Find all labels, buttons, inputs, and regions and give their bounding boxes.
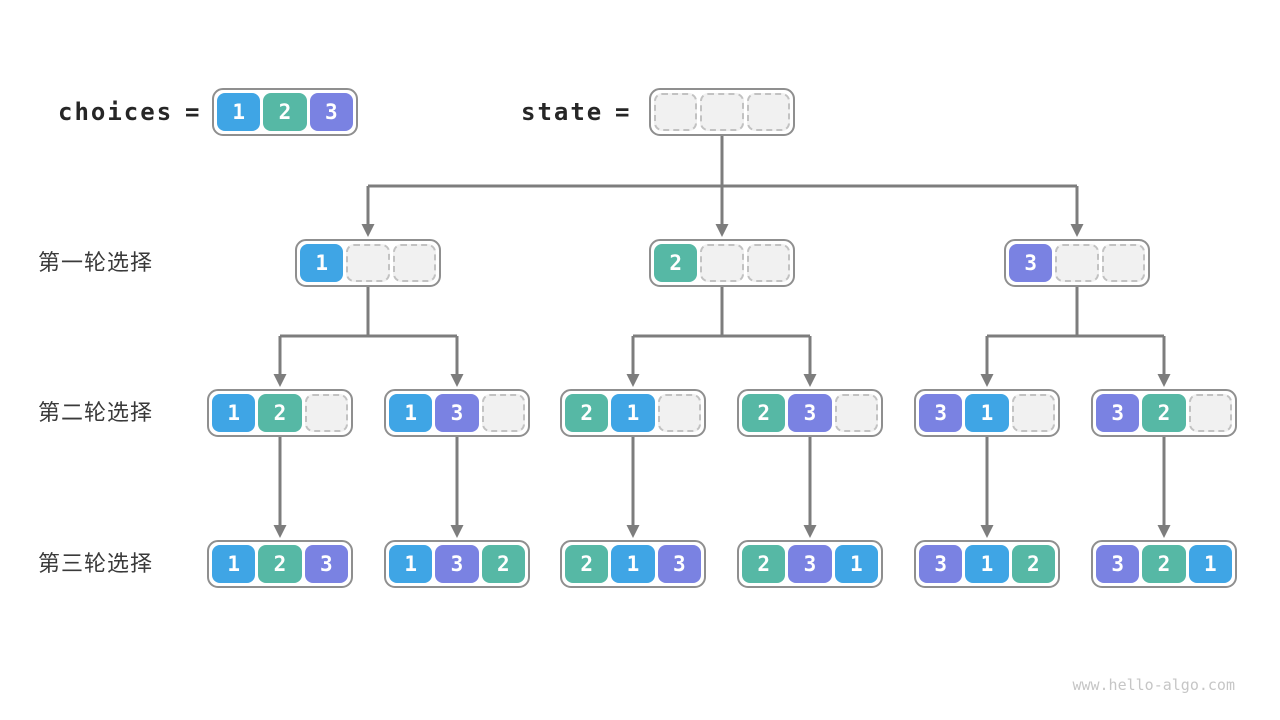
value-cell: 1 [300, 244, 344, 282]
value-cell: 1 [834, 545, 878, 583]
empty-cell [700, 93, 744, 131]
value-cell: 2 [565, 394, 609, 432]
value-cell: 1 [611, 545, 655, 583]
choices-label: choices [58, 98, 174, 126]
value-cell: 3 [788, 545, 832, 583]
empty-cell [834, 394, 878, 432]
value-cell: 2 [263, 93, 307, 131]
value-cell: 3 [1096, 545, 1140, 583]
value-cell: 1 [217, 93, 261, 131]
state-array [649, 88, 795, 136]
empty-cell [1188, 394, 1232, 432]
value-cell: 3 [657, 545, 701, 583]
empty-cell [1055, 244, 1099, 282]
value-cell: 3 [435, 394, 479, 432]
state-label: state [521, 98, 604, 126]
value-cell: 2 [654, 244, 698, 282]
empty-cell [481, 394, 525, 432]
value-cell: 1 [965, 394, 1009, 432]
value-cell: 1 [965, 545, 1009, 583]
value-cell: 3 [1009, 244, 1053, 282]
empty-cell [1101, 244, 1145, 282]
value-cell: 2 [742, 545, 786, 583]
value-cell: 1 [212, 545, 256, 583]
value-cell: 3 [304, 545, 348, 583]
empty-cell [304, 394, 348, 432]
choices-equals-sign: = [185, 98, 200, 126]
value-cell: 2 [258, 545, 302, 583]
state-node-round1-3: 3 [1004, 239, 1150, 287]
empty-cell [654, 93, 698, 131]
empty-cell [346, 244, 390, 282]
value-cell: 2 [1011, 545, 1055, 583]
value-cell: 1 [611, 394, 655, 432]
value-cell: 3 [1096, 394, 1140, 432]
value-cell: 1 [389, 394, 433, 432]
empty-cell [1011, 394, 1055, 432]
value-cell: 3 [309, 93, 353, 131]
value-cell: 3 [788, 394, 832, 432]
value-cell: 2 [1142, 545, 1186, 583]
value-cell: 2 [481, 545, 525, 583]
round-1-label: 第一轮选择 [38, 250, 154, 275]
empty-cell [392, 244, 436, 282]
empty-cell [746, 93, 790, 131]
state-equals-sign: = [615, 98, 630, 126]
value-cell: 2 [1142, 394, 1186, 432]
watermark: www.hello-algo.com [1072, 676, 1235, 694]
value-cell: 1 [389, 545, 433, 583]
value-cell: 2 [258, 394, 302, 432]
value-cell: 3 [919, 394, 963, 432]
value-cell: 1 [212, 394, 256, 432]
round-3-label: 第三轮选择 [38, 551, 154, 576]
value-cell: 1 [1188, 545, 1232, 583]
state-node-round1-1: 1 [295, 239, 441, 287]
value-cell: 2 [565, 545, 609, 583]
state-node-round1-2: 2 [649, 239, 795, 287]
value-cell: 2 [742, 394, 786, 432]
value-cell: 3 [435, 545, 479, 583]
round-2-label: 第二轮选择 [38, 400, 154, 425]
empty-cell [657, 394, 701, 432]
value-cell: 3 [919, 545, 963, 583]
empty-cell [700, 244, 744, 282]
empty-cell [746, 244, 790, 282]
